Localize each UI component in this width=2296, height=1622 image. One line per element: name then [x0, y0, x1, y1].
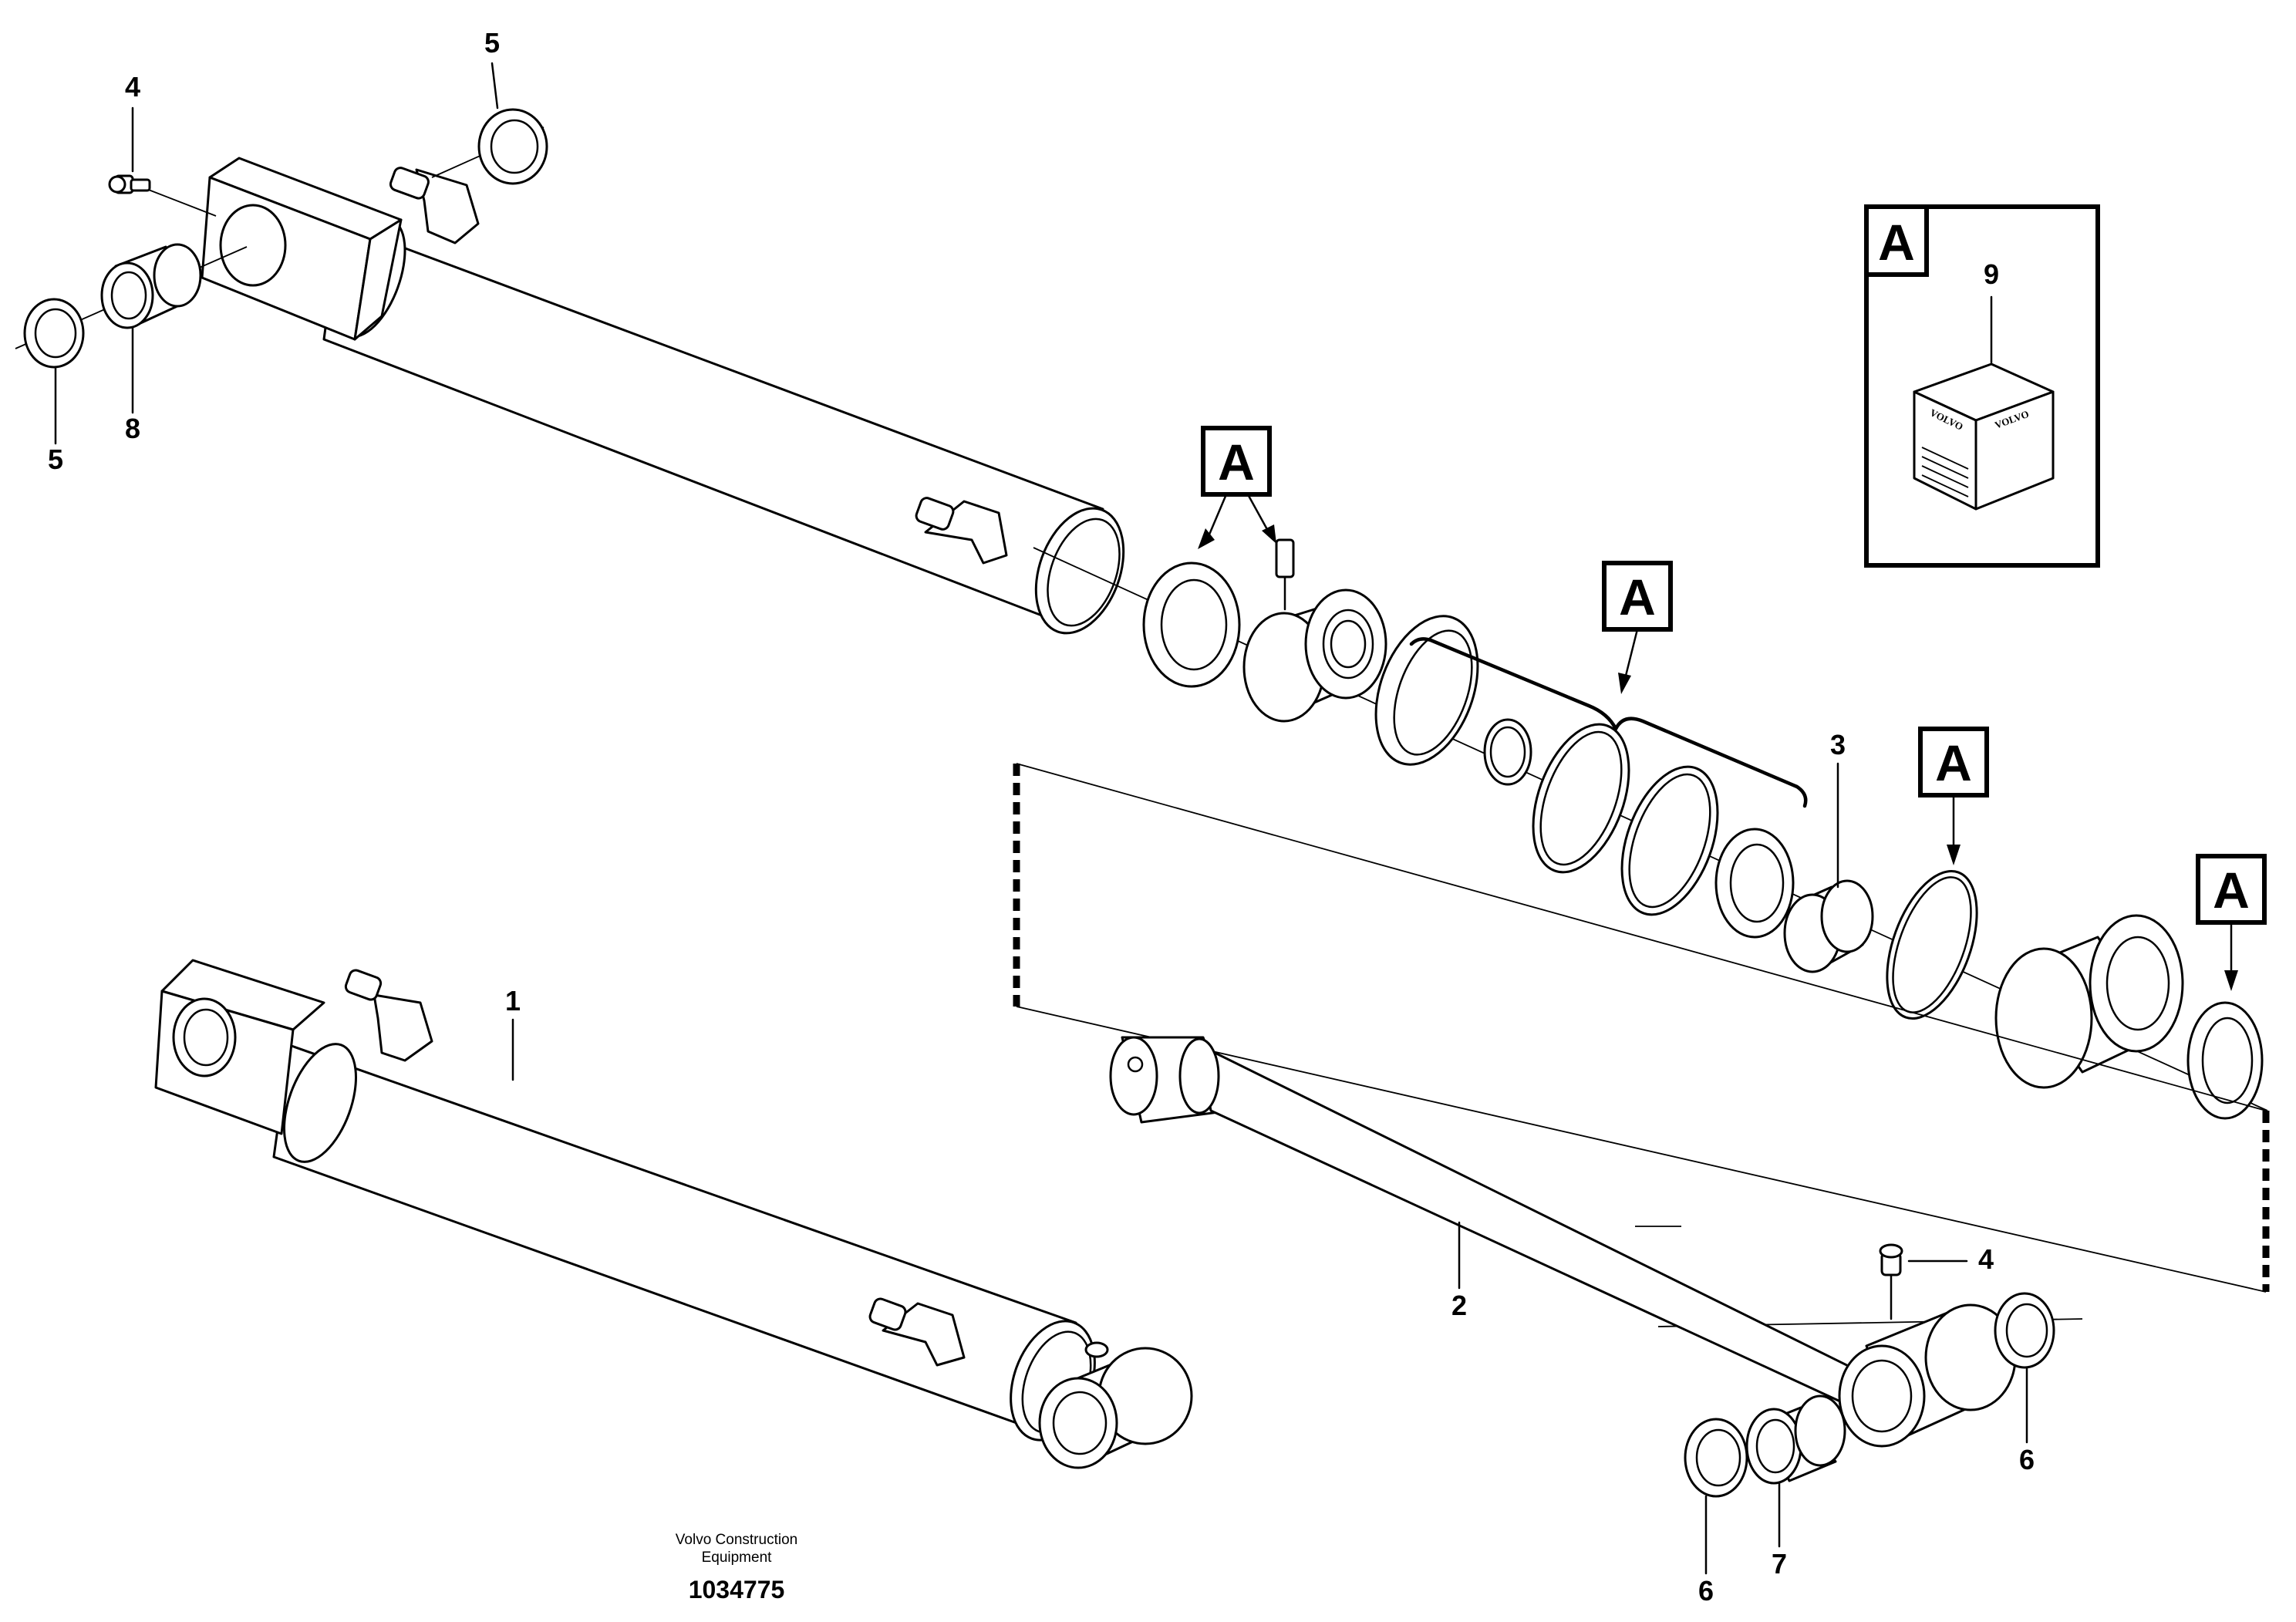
callout-5-left: 5 [48, 443, 63, 475]
lower-right-parts [1684, 1292, 2055, 1498]
callout-4-lower: 4 [1978, 1243, 1994, 1275]
cylinder-head-gland [1242, 538, 1387, 723]
grease-nipple-upper [108, 174, 151, 194]
kit-marker-3: A [1918, 727, 1989, 865]
kit-marker-1-letter: A [1218, 433, 1255, 491]
piston [1994, 914, 2184, 1089]
o-ring-small [1483, 718, 1532, 786]
footer-company-line2: Equipment [702, 1549, 773, 1566]
kit-marker-1: A [1198, 426, 1276, 549]
callout-9: 9 [1984, 258, 1999, 290]
kit-marker-3-letter: A [1935, 734, 1972, 791]
piston-end-seal [2186, 1001, 2264, 1120]
kit-marker-2: A [1602, 561, 1673, 694]
callout-4-upper: 4 [125, 71, 140, 103]
o-ring-large-2 [1620, 765, 1719, 916]
kit-marker-4: A [2196, 854, 2267, 991]
upper-cylinder-tube [201, 157, 1125, 635]
piston-rod-frame [1013, 763, 2270, 1293]
seal-upper-top [477, 108, 548, 185]
callout-2: 2 [1451, 1290, 1467, 1321]
callout-6-left: 6 [1698, 1575, 1714, 1607]
o-ring-piston [1886, 869, 1978, 1020]
kit-cube-icon: VOLVO VOLVO [1913, 363, 2055, 511]
spacer-tube [1783, 879, 1874, 973]
o-ring-large-1 [1532, 723, 1630, 874]
kit-seal-parts [1142, 538, 2264, 1120]
callout-5-top: 5 [484, 27, 500, 59]
wiper-ring [1142, 561, 1241, 688]
callout-3: 3 [1830, 729, 1846, 760]
kit-bracket [1409, 637, 1808, 808]
seal-lower-right [1994, 1292, 2055, 1369]
callout-7: 8 [125, 413, 140, 444]
footer-company-line1: Volvo Construction [676, 1532, 797, 1548]
assembled-cylinder [154, 959, 1193, 1469]
callout-6-right: 6 [2019, 1444, 2035, 1475]
bushing-upper [100, 243, 202, 329]
upper-left-parts [23, 108, 548, 369]
callout-1: 1 [505, 985, 521, 1017]
callouts: 4 5 5 8 1 3 2 4 6 6 7 [48, 27, 2035, 1607]
guide-ring [1374, 615, 1479, 766]
backup-ring [1714, 828, 1795, 939]
document-number: 1034775 [689, 1576, 785, 1603]
callout-8: 7 [1772, 1548, 1787, 1580]
kit-marker-4-letter: A [2213, 862, 2250, 919]
seal-upper-left [23, 298, 85, 369]
kit-marker-2-letter: A [1619, 568, 1656, 626]
bushing-lower [1745, 1394, 1846, 1485]
footer: Volvo Construction Equipment 1034775 [676, 1532, 797, 1603]
piston-rod [1109, 1036, 2017, 1448]
legend-letter: A [1878, 214, 1915, 271]
kit-legend-box: A 9 VOLVO VOLVO [1864, 204, 2100, 568]
seal-lower-left [1684, 1418, 1748, 1498]
